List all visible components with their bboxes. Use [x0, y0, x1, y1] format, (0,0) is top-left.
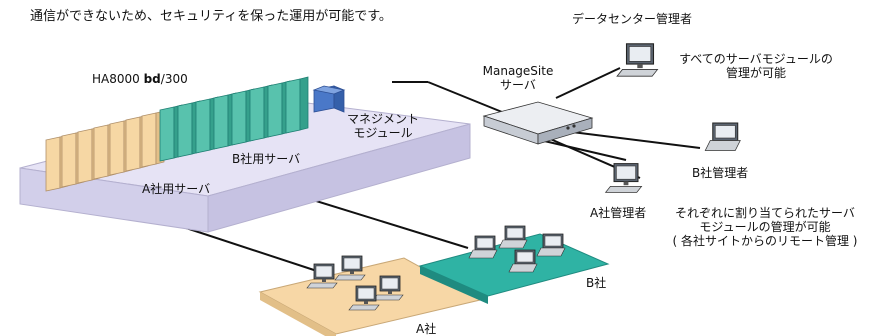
management-module-block — [312, 85, 346, 113]
server-model-prefix: HA8000 — [92, 72, 144, 86]
company-a-server-label: A社用サーバ — [142, 182, 211, 196]
managesite-label: ManageSite サーバ — [470, 64, 566, 92]
site-b-platform-side — [420, 266, 488, 304]
managesite-line1: ManageSite — [482, 64, 554, 78]
a-admin-pc — [604, 163, 643, 193]
managesite-line2: サーバ — [500, 78, 536, 92]
dc-admin-desc-line1: すべてのサーバモジュールの — [679, 52, 833, 66]
mgmt-module-line1: マネジメント — [346, 112, 419, 126]
tenant-desc-line1: それぞれに割り当てられたサーバ — [675, 206, 855, 220]
b-admin-label: B社管理者 — [692, 166, 749, 180]
managesite-server — [482, 101, 594, 145]
tenant-description: それぞれに割り当てられたサーバ モジュールの管理が可能 ( 各社サイトからのリモ… — [660, 206, 870, 248]
b-admin-laptop — [704, 122, 741, 151]
header-caption: 通信ができないため、セキュリティを保った運用が可能です。 — [30, 9, 392, 24]
site-a-label: A社 — [416, 322, 437, 336]
blade-group-a — [45, 110, 165, 192]
mgmt-module-label: マネジメント モジュール — [342, 112, 424, 140]
mgmt-module-line2: モジュール — [353, 126, 413, 140]
company-b-server-label: B社用サーバ — [232, 152, 301, 166]
site-b-label: B社 — [586, 276, 607, 290]
site-a-platform-side — [260, 292, 336, 336]
dc-admin-title: データセンター管理者 — [572, 12, 693, 26]
dc-admin-pc — [616, 43, 659, 77]
tenant-desc-line3: ( 各社サイトからのリモート管理 ) — [672, 234, 858, 248]
dc-admin-desc-line2: 管理が可能 — [725, 66, 786, 80]
enclosure-right-side — [207, 123, 471, 233]
tenant-desc-line2: モジュールの管理が可能 — [699, 220, 831, 234]
server-model-label: HA8000 bd/300 — [92, 72, 188, 86]
server-model-bold: bd — [143, 72, 161, 86]
a-admin-label: A社管理者 — [590, 206, 647, 220]
dc-admin-description: すべてのサーバモジュールの 管理が可能 — [666, 52, 846, 80]
blade-group-b — [159, 76, 309, 162]
server-model-suffix: /300 — [160, 72, 188, 86]
